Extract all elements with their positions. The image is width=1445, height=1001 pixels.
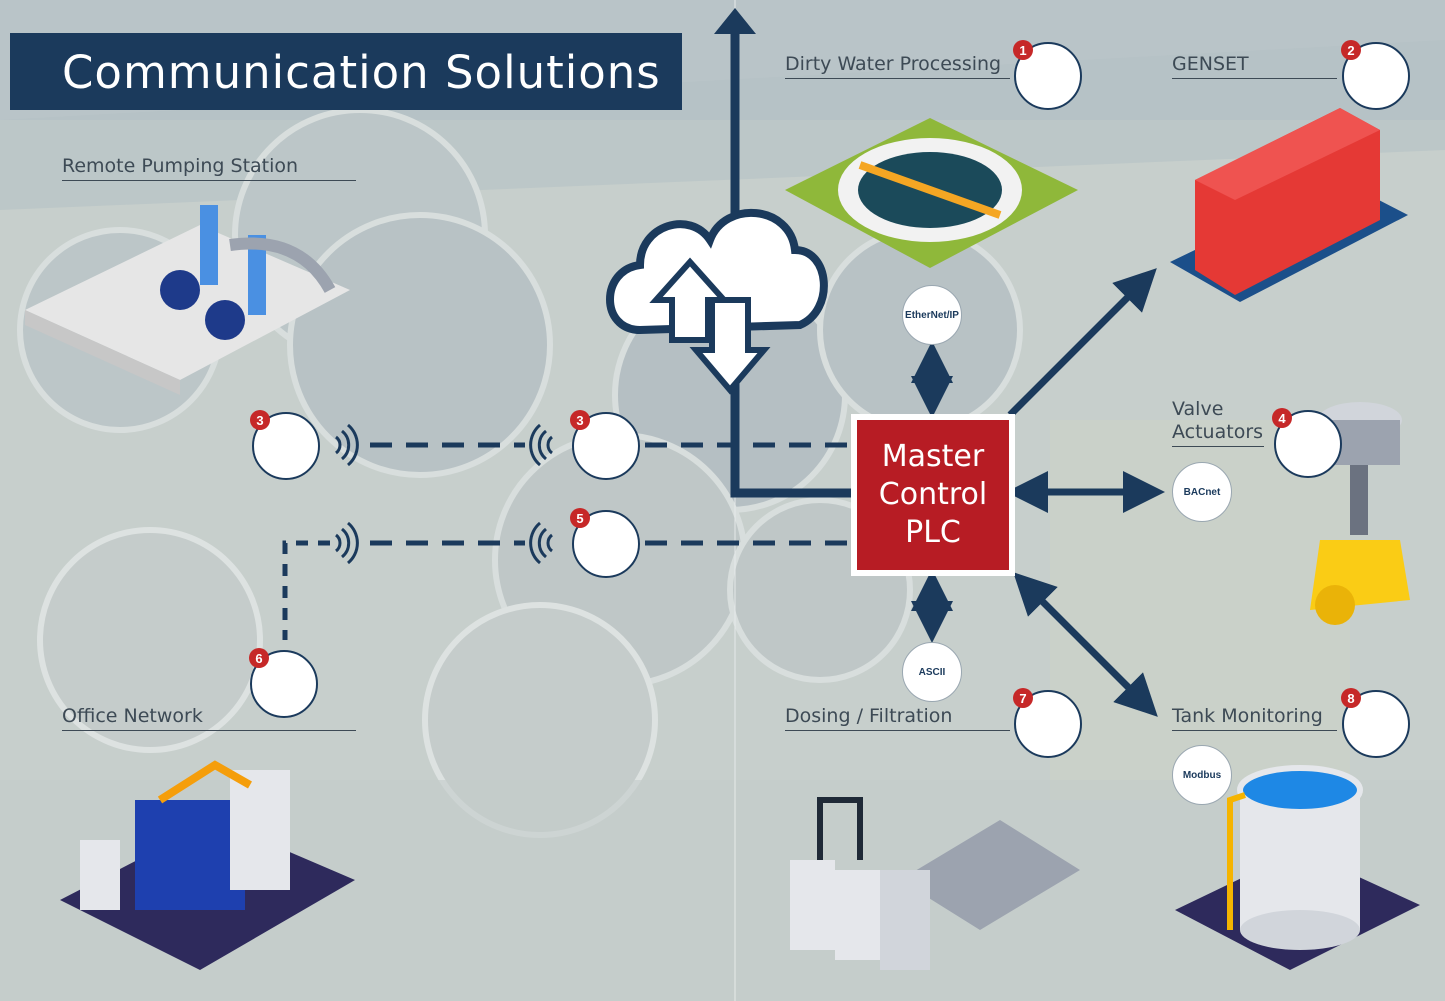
badge-number: 3 [250, 410, 270, 430]
modbus-link [1013, 572, 1158, 717]
master-control-plc: Master Control PLC [851, 414, 1015, 576]
plc-label-line1: Master [881, 439, 985, 474]
label-underline [62, 180, 356, 181]
ethernet-ip-logo: EtherNet/IP [902, 285, 962, 345]
bacnet-logo: BACnet [1172, 462, 1232, 522]
label-underline [62, 730, 356, 731]
label-underline [1172, 730, 1337, 731]
device-gateway-1 [1014, 42, 1082, 110]
badge-number: 4 [1272, 408, 1292, 428]
section-dirty-water-processing: Dirty Water Processing [785, 53, 1002, 75]
cloud-link-line [730, 30, 852, 498]
genset-link [1007, 268, 1157, 418]
badge-number: 5 [570, 508, 590, 528]
section-valve-actuators-line1: Valve [1172, 398, 1224, 420]
badge-number: 6 [249, 648, 269, 668]
badge-number: 1 [1013, 40, 1033, 60]
section-office-network: Office Network [62, 705, 203, 727]
label-underline [785, 78, 1010, 79]
page-title: Communication Solutions [62, 46, 661, 99]
office-link [282, 540, 330, 640]
label-underline [785, 730, 1010, 731]
device-router-6 [250, 650, 318, 718]
label-underline [1172, 78, 1337, 79]
tank-illustration [1175, 765, 1420, 970]
cloud-icon [606, 208, 828, 395]
badge-number: 3 [570, 410, 590, 430]
modbus-logo: Modbus [1172, 745, 1232, 805]
badge-number: 7 [1013, 688, 1033, 708]
wifi-signal-icon [334, 423, 554, 565]
section-valve-actuators-line2: Actuators [1172, 421, 1264, 443]
section-remote-pumping-station: Remote Pumping Station [62, 155, 299, 177]
genset-illustration [1170, 108, 1408, 302]
device-router-2 [1342, 42, 1410, 110]
plc-label-line3: PLC [905, 515, 961, 550]
clarifier-illustration [785, 118, 1078, 268]
dosing-lab-illustration [790, 797, 1080, 970]
up-arrow-head [714, 8, 756, 34]
title-banner [10, 33, 682, 110]
office-building-illustration [60, 760, 355, 970]
section-genset: GENSET [1172, 53, 1249, 75]
ascii-logo: ASCII [902, 642, 962, 702]
section-dosing-filtration: Dosing / Filtration [785, 705, 953, 727]
label-underline [1172, 446, 1264, 447]
section-tank-monitoring: Tank Monitoring [1172, 705, 1323, 727]
badge-number: 8 [1341, 688, 1361, 708]
plc-label-line2: Control [878, 477, 988, 512]
badge-number: 2 [1341, 40, 1361, 60]
pumping-station-illustration [25, 205, 350, 395]
